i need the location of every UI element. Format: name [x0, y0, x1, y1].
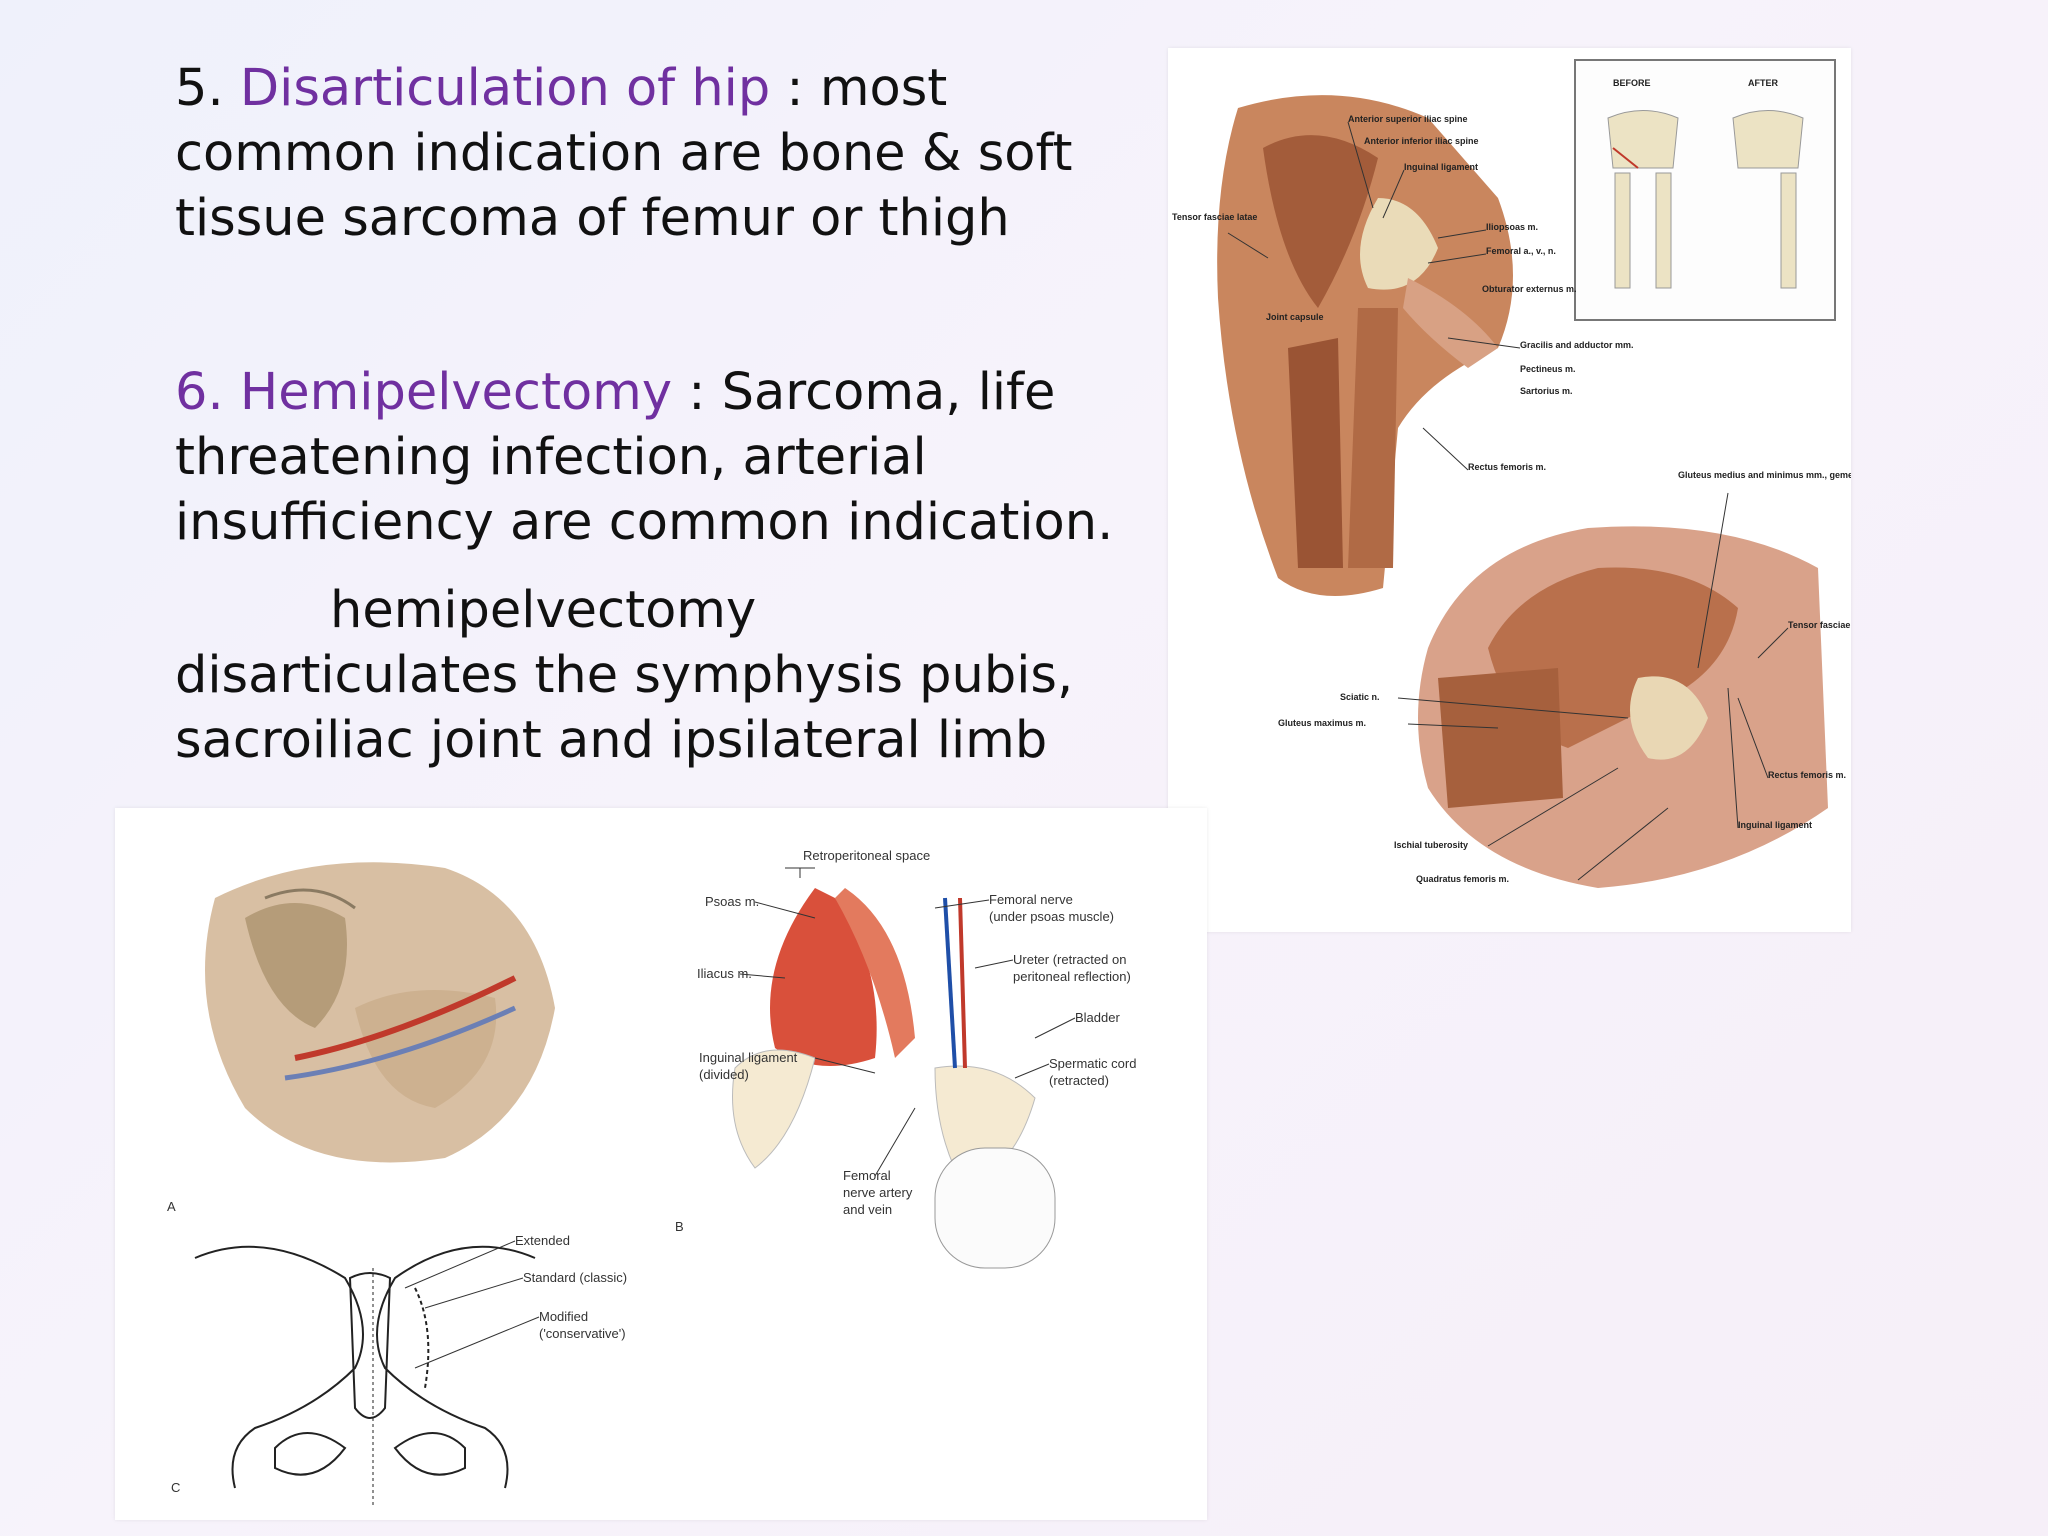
after-label: AFTER	[1748, 78, 1778, 88]
item-5-paragraph: 5. Disarticulation of hip : most common …	[175, 56, 1115, 251]
label-gluteus-medius: Gluteus medius and minimus mm., gemellus…	[1678, 470, 1851, 480]
before-label: BEFORE	[1613, 78, 1651, 88]
label-psoas: Psoas m.	[705, 894, 759, 909]
label-inguinal-divided: (divided)	[699, 1067, 749, 1082]
hip-disarticulation-figure: BEFORE AFTER Anterior superior iliac spi…	[1168, 48, 2048, 932]
item-5-text: : most common indication are bone & soft…	[175, 59, 1073, 248]
panel-b-label: B	[675, 1219, 684, 1234]
hemipelvectomy-figure: A Retroperitoneal space Psoas m. Iliacus…	[115, 808, 1207, 1520]
label-modified: Modified	[539, 1309, 588, 1324]
after-skeleton	[1732, 110, 1804, 289]
hip-anatomy-illustration: BEFORE AFTER Anterior superior iliac spi…	[1172, 59, 2048, 888]
label-fnav-3: and vein	[843, 1202, 892, 1217]
label-modified-note: ('conservative')	[539, 1326, 626, 1341]
label-obturator: Obturator externus m.	[1482, 284, 1577, 294]
label-inguinal-2: Inguinal ligament	[1738, 820, 1812, 830]
label-sciatic: Sciatic n.	[1340, 692, 1380, 702]
label-asis: Anterior superior iliac spine	[1348, 114, 1468, 124]
item-5-number: 5.	[175, 59, 224, 118]
panel-a-illustration	[205, 862, 555, 1163]
label-rectus-2: Rectus femoris m.	[1768, 770, 1846, 780]
panel-c-label: C	[171, 1480, 180, 1495]
label-fnav-2: nerve artery	[843, 1185, 913, 1200]
tfl-muscle	[1263, 135, 1378, 308]
label-femoral-nerve: Femoral nerve	[989, 892, 1073, 907]
panel-b-illustration	[732, 867, 1056, 1269]
femoral-head	[1360, 198, 1438, 290]
label-joint-capsule: Joint capsule	[1266, 312, 1324, 322]
hemipelvectomy-illustration: A Retroperitoneal space Psoas m. Iliacus…	[167, 848, 1136, 1508]
label-standard: Standard (classic)	[523, 1270, 627, 1285]
thigh-muscles	[1348, 308, 1398, 568]
label-spermatic-note: (retracted)	[1049, 1073, 1109, 1088]
label-femoral: Femoral a., v., n.	[1486, 246, 1556, 256]
label-gracilis: Gracilis and adductor mm.	[1520, 340, 1634, 350]
item-6-text: : Sarcoma, life threatening infection, a…	[175, 363, 1114, 552]
label-pectineus: Pectineus m.	[1520, 364, 1576, 374]
label-gluteus-maximus: Gluteus maximus m.	[1278, 718, 1366, 728]
label-spermatic: Spermatic cord	[1049, 1056, 1136, 1071]
label-retroperitoneal: Retroperitoneal space	[803, 848, 930, 863]
label-bladder: Bladder	[1075, 1010, 1120, 1025]
label-tfl: Tensor fasciae latae	[1172, 212, 1257, 222]
label-femoral-nerve-note: (under psoas muscle)	[989, 909, 1114, 924]
adductor-stumps	[1403, 278, 1498, 368]
rectus-femoris	[1288, 338, 1343, 568]
panel-a-label: A	[167, 1199, 176, 1214]
label-rectus: Rectus femoris m.	[1468, 462, 1546, 472]
item-6-title: 6. Hemipelvectomy	[175, 363, 673, 422]
acetabulum	[1630, 676, 1708, 760]
upper-figure-labels: Anterior superior iliac spine Anterior i…	[1172, 114, 1634, 472]
label-tfl-2: Tensor fasciae latae	[1788, 620, 1851, 630]
item-6-detail-paragraph: hemipelvectomy disarticulates the symphy…	[175, 578, 1115, 773]
label-fnav-1: Femoral	[843, 1168, 891, 1183]
label-iliacus: Iliacus m.	[697, 966, 752, 981]
item-5-title: Disarticulation of hip	[239, 59, 771, 118]
label-inguinal-ligament: Inguinal ligament	[699, 1050, 798, 1065]
label-ischial: Ischial tuberosity	[1394, 840, 1468, 850]
label-inguinal: Inguinal ligament	[1404, 162, 1478, 172]
label-sartorius: Sartorius m.	[1520, 386, 1573, 396]
label-quadratus: Quadratus femoris m.	[1416, 874, 1509, 884]
item-6-paragraph: 6. Hemipelvectomy : Sarcoma, life threat…	[175, 360, 1115, 555]
panel-c-pelvis-outline	[194, 1245, 536, 1508]
label-ureter-note: peritoneal reflection)	[1013, 969, 1131, 984]
label-iliopsoas: Iliopsoas m.	[1486, 222, 1538, 232]
label-ureter: Ureter (retracted on	[1013, 952, 1126, 967]
label-aiis: Anterior inferior iliac spine	[1364, 136, 1479, 146]
item-6-detail: hemipelvectomy disarticulates the symphy…	[175, 581, 1074, 770]
before-skeleton	[1607, 110, 1679, 289]
gluteus-maximus-flap	[1438, 668, 1563, 808]
label-extended: Extended	[515, 1233, 570, 1248]
